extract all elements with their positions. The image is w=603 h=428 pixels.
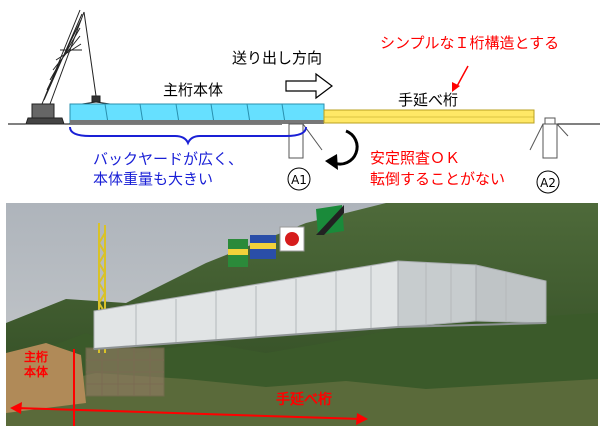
main-girder-label: 主桁本体 <box>163 81 224 99</box>
extension-girder-label: 手延べ桁 <box>398 91 459 109</box>
abutment-a1-label: A1 <box>291 173 307 187</box>
backyard-note-line1: バックヤードが広く、 <box>93 150 244 168</box>
main-girder-body <box>69 103 325 124</box>
abutment-a2-label: A2 <box>540 176 556 190</box>
launching-diagram: A1 A2 送り出し方向 主桁本体 手延べ桁 シンプルなＩ桁構造とする バックヤ… <box>0 0 603 200</box>
extension-structure-note: シンプルなＩ桁構造とする <box>380 34 560 52</box>
extension-span-arrow-icon <box>10 402 368 425</box>
bridge-girder-photo <box>93 260 547 350</box>
backyard-note-line2: 本体重量も大きい <box>93 170 214 188</box>
launch-direction-label: 送り出し方向 <box>232 49 323 67</box>
overturn-rotation-arrow-icon <box>325 129 359 170</box>
abutment-a2 <box>529 117 569 159</box>
photo-canvas <box>6 203 598 426</box>
diagram-canvas <box>8 9 600 194</box>
stability-note-line2: 転倒することがない <box>370 170 506 188</box>
launch-direction-arrow-icon <box>285 72 333 100</box>
construction-photo: 主桁 本体 手延べ桁 <box>6 203 598 426</box>
photo-main-girder-label-line2: 本体 <box>24 365 49 379</box>
photo-main-girder-label-line1: 主桁 <box>24 350 49 364</box>
abutment-a2-marker <box>536 170 560 194</box>
scaffolding <box>85 347 165 397</box>
abutment-a1-marker <box>287 167 311 191</box>
photo-extension-label: 手延べ桁 <box>276 392 332 408</box>
flags-icon <box>228 205 344 267</box>
backyard-brace-icon <box>69 126 307 146</box>
launching-nose-girder <box>323 109 535 124</box>
stability-note-line1: 安定照査ＯＫ <box>370 149 461 167</box>
crawler-crane-icon <box>25 9 111 125</box>
note-pointer-arrow-icon <box>452 65 469 92</box>
